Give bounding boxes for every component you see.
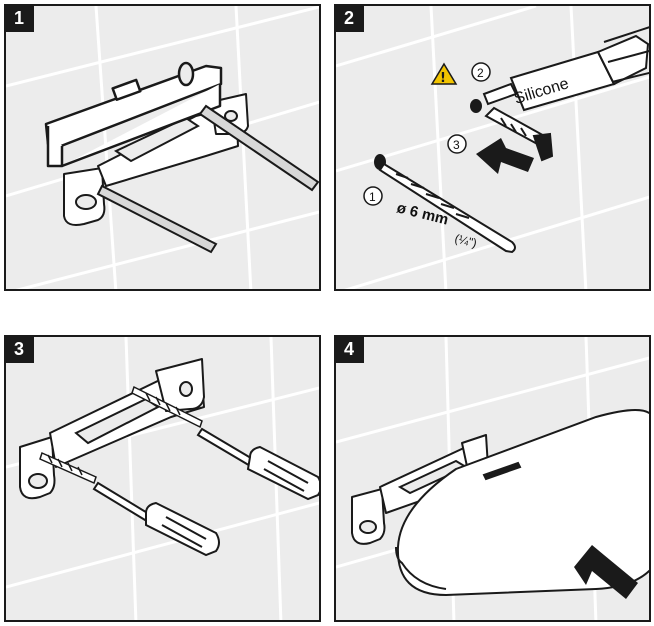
step-4-badge: 4: [336, 337, 364, 363]
wall-plug: [470, 99, 554, 162]
bracket-plate-slot: [74, 397, 160, 445]
sub-step-2-circle: [471, 62, 491, 82]
sub-step-2-label: 2: [477, 66, 484, 80]
step-3-illustration: [6, 337, 319, 620]
push-arrow-icon: [574, 545, 638, 599]
step-3-panel: 3: [4, 335, 321, 622]
step-3-badge: 3: [6, 337, 34, 363]
step-2-panel: 2 Si: [334, 4, 651, 291]
step-1-illustration: [6, 6, 319, 289]
drill-bit: [374, 154, 516, 254]
step-1-badge: 1: [6, 6, 34, 32]
drill-size-imperial-label: (¼"): [453, 231, 478, 250]
sub-step-1-label: 1: [369, 190, 376, 204]
screws: [39, 385, 203, 485]
tile-grout-lines: [336, 6, 649, 289]
sub-step-1-circle: [363, 186, 383, 206]
push-arrow-icon: [476, 138, 534, 174]
sub-step-markers: [363, 62, 491, 206]
sub-step-3-label: 3: [453, 138, 460, 152]
warning-triangle-icon: !: [430, 62, 458, 86]
step-4-panel: 4: [334, 335, 651, 622]
step-2-illustration: Silicone ! 1 2 3 ø 6 mm (¼"): [336, 6, 649, 289]
step-1-panel: 1: [4, 4, 321, 291]
spirit-level: [44, 61, 223, 168]
step-2-badge: 2: [336, 6, 364, 32]
svg-text:!: !: [440, 71, 446, 86]
glass-shelf: [395, 409, 649, 597]
silicone-tube: [482, 26, 649, 112]
screws-rods: [96, 104, 319, 254]
sub-step-3-circle: [447, 134, 467, 154]
screwdriver-right-icon: [196, 427, 319, 501]
screwdriver-left-icon: [92, 481, 220, 557]
step-4-illustration: [336, 337, 649, 620]
